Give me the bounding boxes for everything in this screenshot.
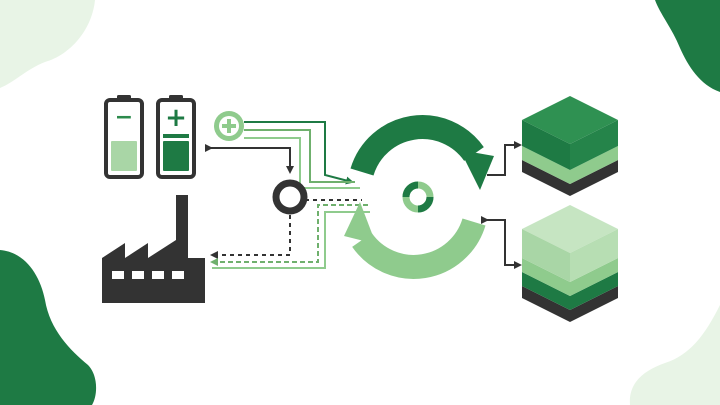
connector-cycle-to-stack-bottom <box>481 216 522 269</box>
layer-stack-icon <box>522 205 618 322</box>
connector-plus-to-cycle-mid <box>244 129 355 183</box>
connector-plus-to-cycle-upper <box>244 121 354 185</box>
factory-icon <box>102 195 205 303</box>
battery-positive-sign: + <box>165 103 187 133</box>
connector-plus-to-cycle-lower <box>244 137 360 189</box>
connector-ring-to-factory-dashed <box>210 215 291 259</box>
battery-negative-sign: − <box>115 105 133 130</box>
connector-cycle-to-stack-top <box>487 141 522 176</box>
corner-blob-top-left <box>0 0 95 88</box>
ring-icon[interactable] <box>272 179 308 215</box>
connector-lines <box>205 121 522 269</box>
battery-negative-icon: − <box>104 95 144 179</box>
recycle-arrows-icon <box>344 115 494 279</box>
plus-circle-icon[interactable] <box>214 111 244 141</box>
connector-cycle-to-factory-solid <box>212 211 370 269</box>
layer-stack-icon <box>522 96 618 196</box>
battery-positive-icon: + <box>156 95 196 179</box>
connector-battery-to-ring <box>205 144 294 174</box>
corner-blob-top-right <box>655 0 720 92</box>
corner-blob-bottom-right <box>629 305 720 405</box>
connector-cycle-to-factory-green <box>210 204 368 266</box>
corner-blob-bottom-left <box>0 250 97 405</box>
